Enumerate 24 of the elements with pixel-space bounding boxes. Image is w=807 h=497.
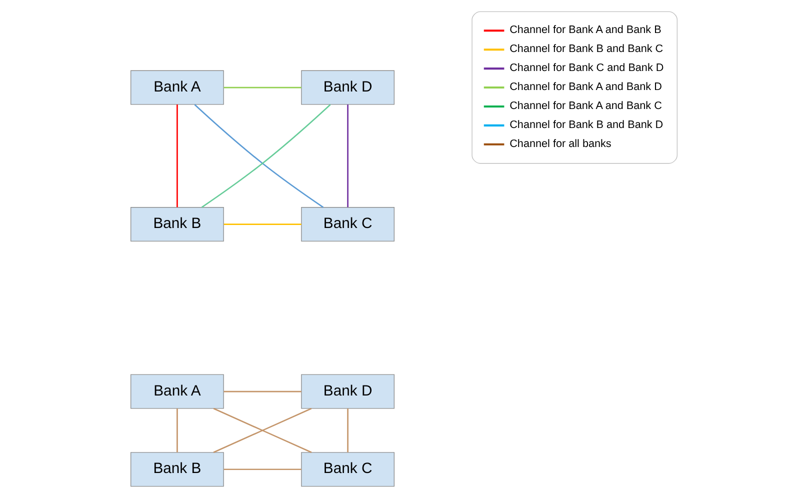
legend-label: Channel for Bank A and Bank B [509, 24, 661, 36]
connector [223, 223, 301, 224]
connector [176, 408, 178, 452]
node-box: Bank B [130, 452, 224, 486]
connector [346, 104, 348, 207]
connector [223, 468, 301, 470]
node-box: Bank D [300, 70, 394, 104]
node-box: Bank D [300, 374, 394, 408]
connector [346, 408, 348, 452]
connector [223, 390, 301, 392]
legend-label: Channel for Bank B and Bank C [509, 42, 663, 55]
node-box: Bank C [300, 452, 394, 486]
legend-label: Channel for Bank C and Bank D [509, 62, 664, 74]
connector [212, 407, 312, 453]
legend-label: Channel for Bank A and Bank D [509, 80, 662, 93]
connector [176, 104, 178, 207]
legend-label: Channel for all banks [509, 137, 611, 150]
node-box: Bank B [130, 206, 224, 242]
node-box: Bank A [130, 374, 224, 408]
connector [223, 86, 301, 88]
legend-label: Channel for Bank B and Bank D [509, 118, 663, 131]
legend-label: Channel for Bank A and Bank C [509, 100, 662, 112]
node-box: Bank C [300, 206, 394, 242]
node-box: Bank A [130, 70, 224, 104]
